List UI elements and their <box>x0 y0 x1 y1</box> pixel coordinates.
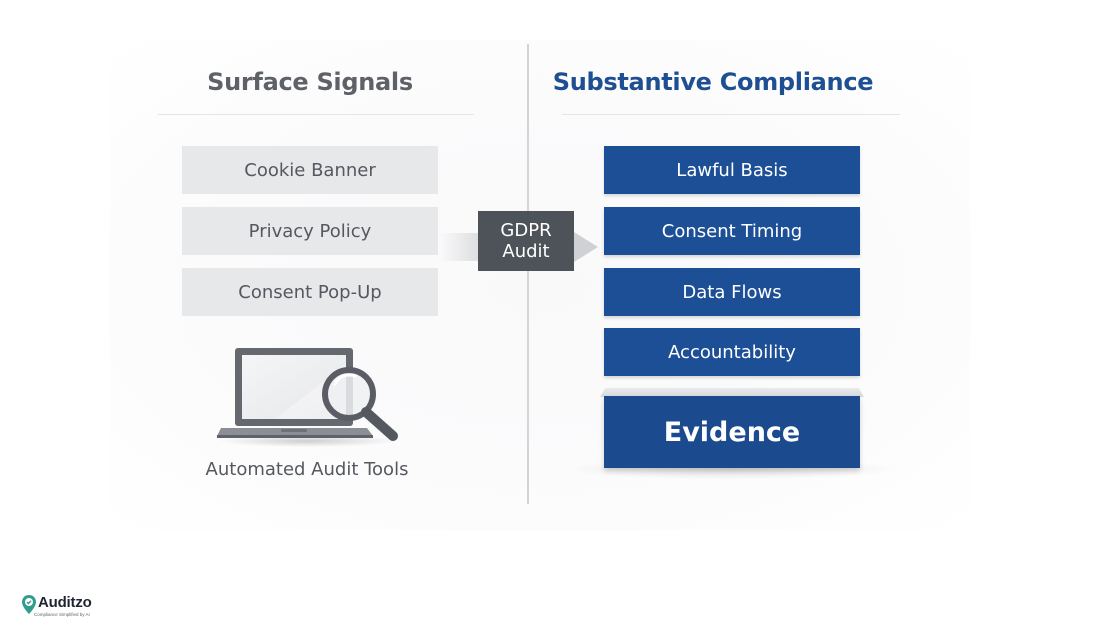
surface-signals-title: Surface Signals <box>207 68 413 96</box>
lawful-basis-box: Lawful Basis <box>604 146 860 194</box>
data-flows-box: Data Flows <box>604 268 860 316</box>
left-title-rule <box>158 114 474 115</box>
automated-audit-tools-label: Automated Audit Tools <box>205 459 409 480</box>
gdpr-audit-line2: Audit <box>502 241 550 262</box>
evidence-plinth-top <box>600 388 864 397</box>
brand-name: Auditzo <box>38 594 92 611</box>
evidence-foundation-box: Evidence <box>604 396 860 468</box>
gdpr-audit-line1: GDPR <box>500 220 552 241</box>
auditzo-logo: Auditzo Compliance Simplified by AI <box>20 594 110 624</box>
privacy-policy-box: Privacy Policy <box>182 207 438 255</box>
arrow-shaft <box>440 233 480 261</box>
column-divider <box>527 44 529 504</box>
consent-timing-box: Consent Timing <box>604 207 860 255</box>
shield-check-icon <box>22 595 36 614</box>
consent-popup-box: Consent Pop-Up <box>182 268 438 316</box>
accountability-box: Accountability <box>604 328 860 376</box>
cookie-banner-box: Cookie Banner <box>182 146 438 194</box>
brand-tagline: Compliance Simplified by AI <box>34 612 90 617</box>
gdpr-audit-box: GDPR Audit <box>478 211 574 271</box>
right-title-rule <box>562 114 900 115</box>
substantive-compliance-title: Substantive Compliance <box>552 68 874 96</box>
laptop-magnifier-icon <box>217 348 398 447</box>
arrow-right-icon <box>574 232 598 262</box>
